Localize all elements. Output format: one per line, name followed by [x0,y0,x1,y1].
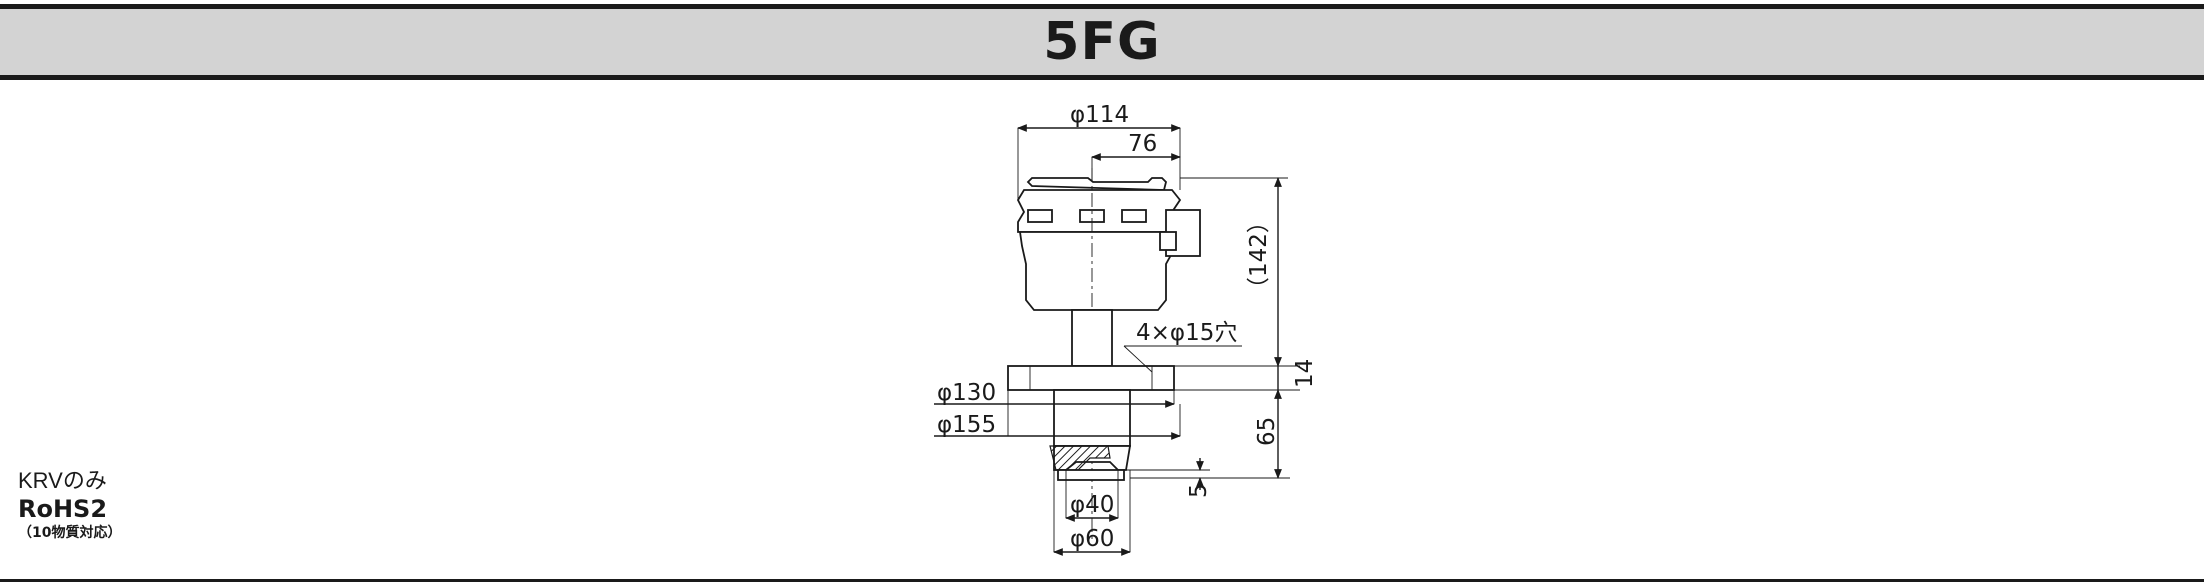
leader-line [1123,345,1153,373]
bottom-divider [0,579,2204,582]
model-title: 5FG [1043,12,1161,72]
dim-top-offset: 76 [1128,131,1157,157]
neck [1071,309,1113,367]
title-bar: 5FG [0,4,2204,80]
rohs-label: RoHS2 [18,495,108,523]
dim-flange-thickness: 14 [1292,359,1318,388]
terminal-housing [1016,177,1201,311]
dim-bottom-step: 5 [1186,483,1212,498]
dim-top-diameter: φ114 [1070,102,1129,128]
dim-lower-height: 65 [1254,417,1280,446]
dim-flange-outer: φ155 [937,412,996,438]
dim-total-height: （142） [1246,210,1272,300]
dim-flange-holes: 4×φ15穴 [1136,320,1237,346]
krv-only-note: KRVのみ [18,468,107,493]
rohs-substances-note: （10物質対応） [18,525,122,541]
dim-flange-inner: φ130 [937,380,996,406]
dim-bore-inner: φ40 [1070,492,1114,518]
rohs-badge: KRVのみ RoHS2 （10物質対応） [18,468,121,542]
flange [1007,365,1175,391]
dim-bore-outer: φ60 [1070,526,1114,552]
